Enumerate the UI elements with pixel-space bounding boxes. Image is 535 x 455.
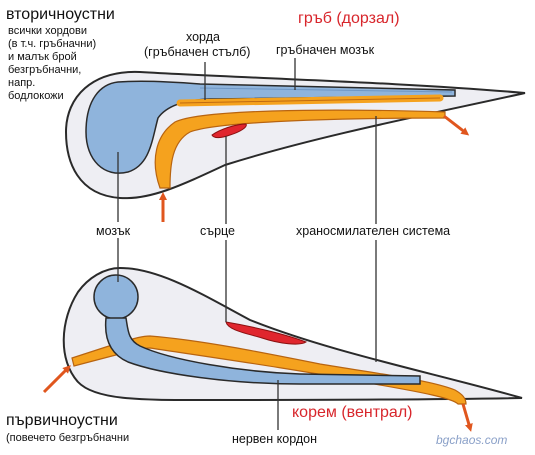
bottom-heart [225, 321, 308, 345]
notochord-label-line2: (гръбначен стълб) [144, 45, 251, 59]
bottom-organism-title: първичноустни [6, 412, 118, 429]
top-organism-title: вторичноустни [6, 6, 115, 23]
top-organism [64, 70, 526, 222]
dorsal-label: гръб (дорзал) [298, 10, 400, 27]
top-organism-description-3: и малък брой [8, 51, 77, 63]
digestive-system-label: храносмилателен система [296, 224, 451, 238]
leader-lines [117, 58, 377, 430]
nerve-cord-label: нервен кордон [232, 432, 318, 446]
top-organism-description-4: безгръбначни, [8, 64, 82, 76]
top-anus-arrow [443, 114, 470, 136]
spinal-cord-label: гръбначен мозък [276, 43, 375, 57]
top-organism-description-1: всички хордови [8, 25, 87, 37]
ventral-label: корем (вентрал) [292, 404, 413, 421]
bottom-digestive-tube [71, 335, 467, 405]
top-brain [85, 80, 456, 174]
top-organism-description-5: напр. [8, 77, 36, 89]
notochord-label-line1: хорда [186, 30, 220, 44]
brain-label: мозък [96, 224, 131, 238]
top-spinal-cord [199, 87, 453, 93]
bottom-organism-description: (повечето безгръбначни [6, 432, 130, 444]
top-organism-description-6: бодлокожи [8, 90, 64, 102]
bottom-organism [42, 266, 523, 432]
top-heart [211, 123, 247, 139]
bottom-brain [93, 274, 139, 320]
top-notochord-edge [179, 97, 441, 104]
watermark: bgchaos.com [436, 433, 508, 447]
bottom-anus-arrow [461, 403, 473, 432]
top-organism-description-2: (в т.ч. гръбначни) [8, 38, 97, 50]
bottom-mouth-arrow [42, 365, 71, 394]
heart-label: сърце [200, 224, 235, 238]
bottom-nerve-cord [104, 317, 421, 385]
